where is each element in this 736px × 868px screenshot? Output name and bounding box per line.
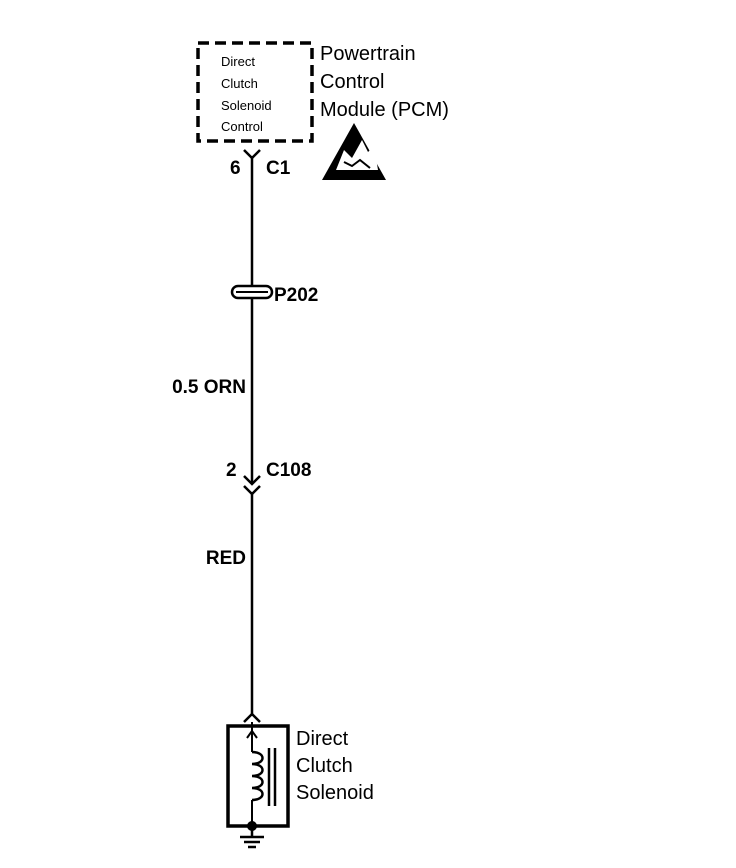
solenoid-label-line-2: Clutch <box>296 755 353 777</box>
solenoid-label-line-1: Direct <box>296 728 349 750</box>
c108-pin-number: 2 <box>226 460 237 481</box>
solenoid-terminal-icon <box>243 712 261 723</box>
pcm-title-line-2: Control <box>320 71 384 93</box>
solenoid-coil-icon <box>251 750 264 802</box>
c1-pin-number: 6 <box>230 158 241 179</box>
pcm-module: Direct Clutch Solenoid Control Powertrai… <box>196 41 449 143</box>
direct-clutch-solenoid: Direct Clutch Solenoid <box>226 712 374 828</box>
connector-c108: 2 C108 <box>226 460 311 496</box>
esd-warning-icon <box>322 123 386 180</box>
pcm-title-line-1: Powertrain <box>320 43 416 65</box>
pcm-inner-line-4: Control <box>221 119 263 134</box>
c108-male-terminal-icon <box>243 475 261 486</box>
p202-name: P202 <box>274 285 318 306</box>
solenoid-label-line-3: Solenoid <box>296 782 374 804</box>
passthrough-p202: P202 <box>230 284 318 306</box>
pcm-title-line-3: Module (PCM) <box>320 99 449 121</box>
pcm-inner-line-1: Direct <box>221 54 255 69</box>
wire-label-red: RED <box>206 548 246 569</box>
wire-label-orn: 0.5 ORN <box>172 377 246 398</box>
pcm-inner-line-2: Clutch <box>221 76 258 91</box>
c108-connector-name: C108 <box>266 460 311 481</box>
c1-connector-name: C1 <box>266 158 291 179</box>
pcm-inner-line-3: Solenoid <box>221 98 272 113</box>
pcm-dashed-boundary <box>196 41 314 143</box>
connector-c1: 6 C1 <box>230 149 291 179</box>
ground-icon <box>240 821 264 849</box>
